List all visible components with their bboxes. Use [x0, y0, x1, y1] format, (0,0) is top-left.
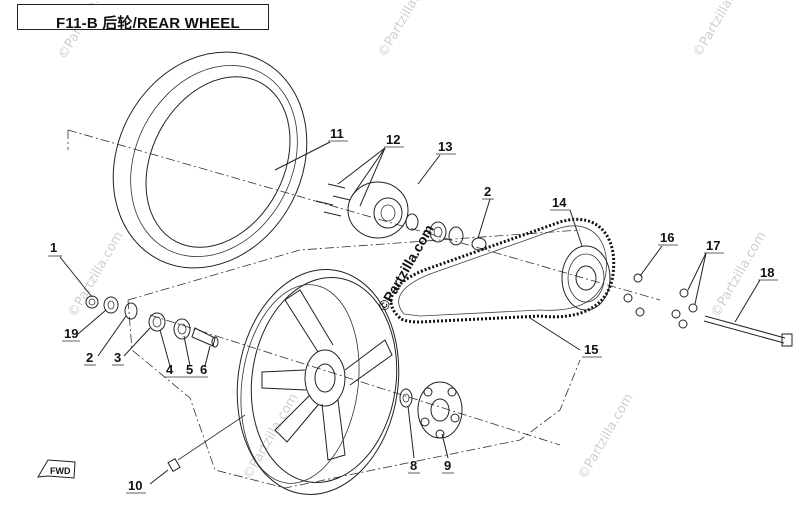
- hub-bolts: [315, 183, 351, 217]
- rear-axle: [703, 315, 793, 347]
- fwd-arrow: FWD: [37, 459, 76, 479]
- page-title: F11-B 后轮/REAR WHEEL: [56, 15, 240, 32]
- callout-14: 14: [552, 195, 567, 210]
- sprocket-hub: [315, 181, 487, 251]
- fwd-label: FWD: [50, 466, 71, 476]
- left-axle-parts: [85, 295, 219, 348]
- leader-lines: [59, 141, 761, 485]
- callout-18: 18: [760, 265, 774, 280]
- axis-lines: [67, 129, 661, 489]
- watermark: ©Partzilla.com: [575, 391, 636, 482]
- rear-sprocket: [561, 245, 611, 311]
- callout-16: 16: [660, 230, 674, 245]
- callout-3: 3: [114, 350, 121, 365]
- drive-chain: [389, 217, 616, 324]
- callout-11: 11: [330, 126, 344, 141]
- callout-5: 5: [186, 362, 193, 377]
- callout-1: 1: [50, 240, 57, 255]
- callout-underlines: [48, 140, 778, 494]
- sprocket-nuts: [623, 273, 698, 329]
- center-watermark: ©Partzilla.com: [375, 222, 437, 314]
- watermark: ©Partzilla.com: [240, 391, 301, 482]
- callout-2-left: 2: [86, 350, 93, 365]
- valve: [167, 414, 246, 473]
- callout-labels: 1 2 2 3 4 5 6 8 9 10 11 12 13 14 15 16 1…: [50, 126, 774, 493]
- callout-2-right: 2: [484, 184, 491, 199]
- watermark: ©Partzilla.com: [375, 0, 436, 60]
- callout-12: 12: [386, 132, 400, 147]
- callout-13: 13: [438, 139, 452, 154]
- callout-10: 10: [128, 478, 142, 493]
- callout-17: 17: [706, 238, 720, 253]
- watermark: ©Partzilla.com: [690, 0, 751, 60]
- damper-hub-parts: [399, 381, 463, 439]
- rear-wheel-rim: [236, 269, 400, 495]
- callout-6: 6: [200, 362, 207, 377]
- callout-8: 8: [410, 458, 417, 473]
- callout-9: 9: [444, 458, 451, 473]
- callout-19: 19: [64, 326, 78, 341]
- title-box: F11-B 后轮/REAR WHEEL: [17, 4, 269, 32]
- callout-4: 4: [166, 362, 174, 377]
- callout-15: 15: [584, 342, 598, 357]
- tire: [112, 51, 308, 269]
